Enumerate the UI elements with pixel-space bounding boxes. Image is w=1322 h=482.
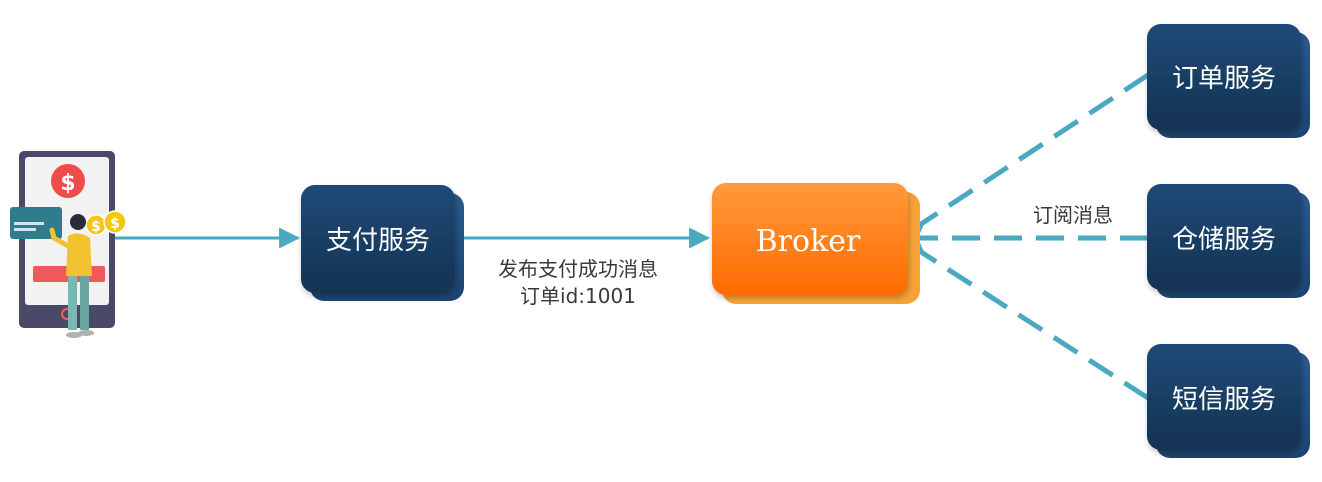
storage-service-box <box>1147 184 1301 290</box>
phone-user-illustration: $ $ $ <box>10 151 127 338</box>
dollar-glyph-icon: $ <box>60 171 75 196</box>
storage-service-node: 仓储服务 <box>1147 184 1310 298</box>
payment-service-box <box>301 185 455 293</box>
svg-text:$: $ <box>110 216 120 232</box>
person-head-icon <box>70 214 86 230</box>
sms-service-label: 短信服务 <box>1172 385 1276 415</box>
person-leg-icon <box>80 276 89 330</box>
svg-text:$: $ <box>91 219 101 235</box>
person-shirt-icon <box>66 233 92 276</box>
broker-label: Broker <box>756 224 861 259</box>
person-leg-icon <box>68 276 77 330</box>
publish-message-label: 发布支付成功消息 <box>498 257 658 281</box>
storage-service-label: 仓储服务 <box>1172 225 1276 255</box>
dollar-icon <box>51 164 85 198</box>
payment-service-label: 支付服务 <box>326 226 430 256</box>
order-subscribe-dashed-line <box>916 72 1150 229</box>
subscribe-message-label: 订阅消息 <box>1033 203 1113 227</box>
sms-subscribe-dashed-line <box>916 247 1150 401</box>
sms-service-node: 短信服务 <box>1147 344 1310 458</box>
broker-box <box>712 183 908 295</box>
order-id-label: 订单id:1001 <box>520 284 636 308</box>
coin-icon <box>103 210 127 234</box>
sms-service-box <box>1147 344 1301 450</box>
payment-service-node: 支付服务 <box>301 185 464 301</box>
order-service-node: 订单服务 <box>1147 24 1310 138</box>
order-service-box <box>1147 24 1301 130</box>
broker-node: Broker <box>712 183 920 304</box>
order-service-label: 订单服务 <box>1172 64 1276 94</box>
